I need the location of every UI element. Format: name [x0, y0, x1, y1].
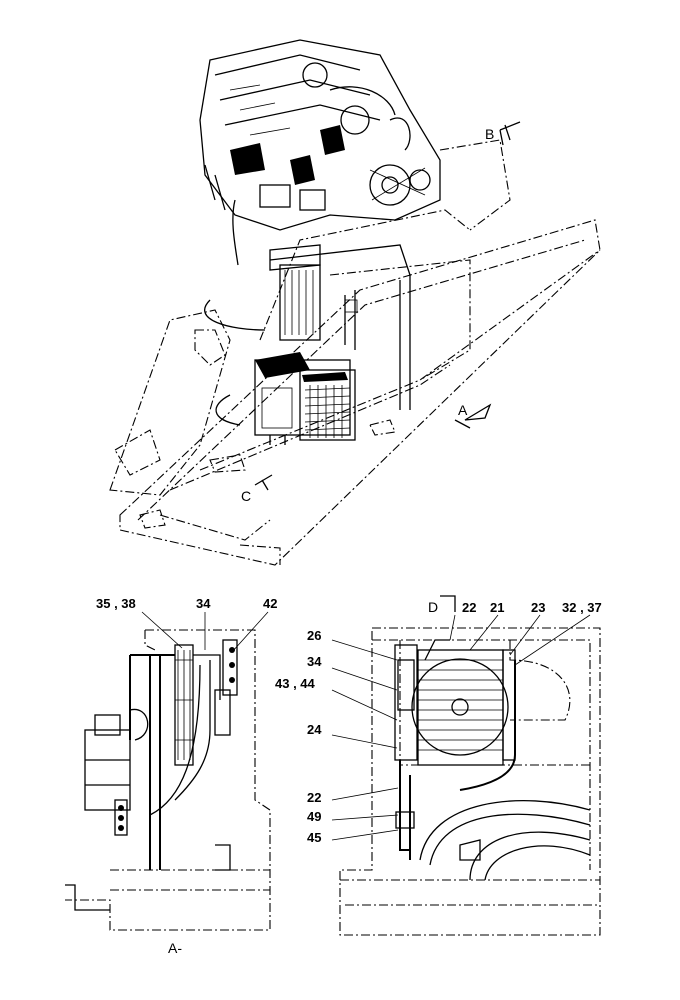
radiator-cluster: [215, 352, 356, 445]
callout-35-38: 35 , 38: [96, 596, 136, 611]
view-label-d: D: [428, 599, 438, 615]
callout-23: 23: [531, 600, 545, 615]
callout-26: 26: [307, 628, 321, 643]
view-label-a: A: [458, 402, 468, 418]
view-arrow-b: [499, 121, 521, 146]
right-detail-view: [331, 595, 601, 936]
callout-34-left: 34: [196, 596, 211, 611]
callout-43-44: 43 , 44: [275, 676, 316, 691]
callout-34-right: 34: [307, 654, 322, 669]
isometric-assembly: [109, 39, 601, 566]
view-label-c: C: [241, 488, 251, 504]
callout-21: 21: [490, 600, 504, 615]
callout-32-37: 32 , 37: [562, 600, 602, 615]
callout-22-top: 22: [462, 600, 476, 615]
view-arrow-c: [254, 474, 273, 491]
callout-42: 42: [263, 596, 277, 611]
callout-22-left: 22: [307, 790, 321, 805]
radiator-core: [411, 649, 509, 766]
view-label-b: B: [485, 126, 494, 142]
callout-24: 24: [307, 722, 322, 737]
engine: [199, 39, 441, 266]
left-detail-view: [65, 611, 271, 931]
callout-49: 49: [307, 809, 321, 824]
upper-radiator: [204, 244, 321, 341]
callout-45: 45: [307, 830, 321, 845]
section-label-a: A-: [168, 940, 182, 956]
view-arrow-a: [454, 403, 492, 429]
